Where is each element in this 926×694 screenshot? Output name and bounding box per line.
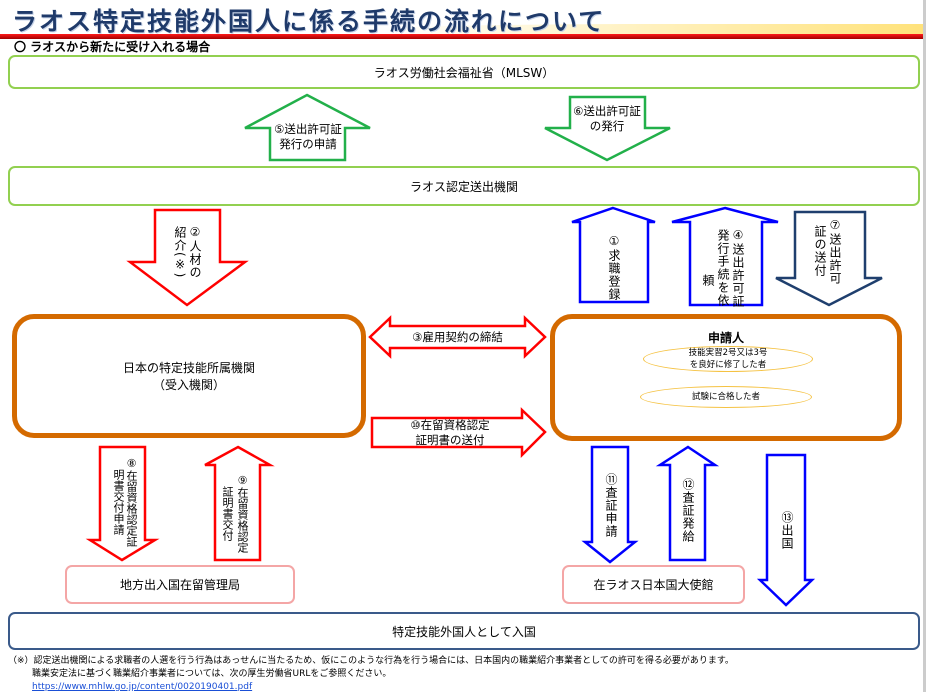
arrow-9-label: ⑨在留資格認定証明書交付 (220, 468, 250, 558)
arrow-3-label: ③雇用契約の締結 (412, 330, 503, 344)
arrow-10-text: 証明書の送付 (415, 433, 485, 447)
arrow-1-label: ①求職登録 (607, 233, 621, 301)
sending-org-box: ラオス認定送出機関 (8, 166, 920, 206)
arrow-4-text: 頼 (701, 274, 715, 287)
mlsw-box: ラオス労働社会福祉省（MLSW） (8, 55, 920, 89)
arrow-6-text: の発行 (589, 119, 625, 133)
arrow-12-up (655, 445, 720, 562)
mhlw-link[interactable]: https://www.mhlw.go.jp/content/002019040… (32, 682, 253, 692)
applicant-label: 申請人 (707, 331, 744, 345)
arrow-12-label: ⑫査証発給 (681, 477, 695, 543)
arrow-8-label: ⑧在留資格認定証明書交付申請 (112, 457, 138, 547)
arrow-7-down (775, 210, 883, 307)
arrow-7-text: ⑦送出許可 (828, 217, 842, 285)
arrow-9-text: ⑨在留資格認定 (236, 473, 249, 553)
entry-box: 特定技能外国人として入国 (8, 612, 920, 650)
arrow-10-label: ⑩在留資格認定証明書の送付 (380, 418, 520, 448)
arrow-6-label: ⑥送出許可証の発行 (567, 104, 647, 134)
condition-ellipse: 試験に合格した者 (640, 386, 812, 408)
arrow-11-down (581, 445, 639, 564)
arrow-6-text: ⑥送出許可証 (573, 104, 641, 118)
arrow-7-text: 証の送付 (813, 225, 827, 277)
arrow-4-text: ④送出許可証 (731, 228, 745, 308)
immigration-label: 地方出入国在留管理局 (119, 578, 240, 592)
arrow-6-down (544, 95, 671, 162)
mlsw-label: ラオス労働社会福祉省（MLSW） (373, 65, 555, 80)
arrow-5-text: ⑤送出許可証 (274, 122, 342, 136)
japan-org-sublabel: （受入機関） (152, 378, 225, 392)
arrow-3-double (368, 315, 547, 359)
arrow-5-label: ⑤送出許可証発行の申請 (268, 122, 348, 152)
arrow-4-text: 発行手続を依 (716, 229, 730, 307)
arrow-10-right (370, 407, 547, 459)
arrow-9-text: 証明書交付 (221, 485, 234, 541)
title-underline (0, 34, 926, 39)
arrow-13-down (756, 453, 816, 607)
sending-org-label: ラオス認定送出機関 (409, 179, 518, 194)
entry-label: 特定技能外国人として入国 (392, 624, 536, 639)
arrow-9-up (204, 445, 275, 562)
arrow-10-text: ⑩在留資格認定 (410, 418, 490, 432)
footnote-line: （※）認定送出機関による求職者の人選を行う行為はあっせんに当たるため、仮にこのよ… (8, 656, 734, 666)
title-decoration (380, 24, 926, 36)
arrow-2-down (126, 208, 249, 307)
arrow-13-label: ⑬出国 (780, 510, 794, 550)
footnote-line: 職業安定法に基づく職業紹介事業者については、次の厚生労働省URLをご参照ください… (32, 669, 392, 679)
section-subtitle: 〇 ラオスから新たに受け入れる場合 (14, 40, 211, 54)
arrow-2-label: ②人材の紹介(※) (173, 225, 202, 279)
page-title: ラオス特定技能外国人に係る手続の流れについて (12, 7, 606, 36)
footnote: （※）認定送出機関による求職者の人選を行う行為はあっせんに当たるため、仮にこのよ… (8, 655, 734, 694)
arrow-4-up (671, 206, 779, 307)
arrow-5-text: 発行の申請 (279, 137, 337, 151)
arrow-1-up (571, 206, 656, 304)
embassy-label: 在ラオス日本国大使館 (593, 578, 714, 592)
arrow-7-label: ⑦送出許可証の送付 (812, 216, 842, 286)
arrow-4-label: ④送出許可証発行手続を依頼 (700, 228, 745, 308)
japan-org-label: 日本の特定技能所属機関 (122, 361, 255, 375)
embassy-box: 在ラオス日本国大使館 (562, 565, 745, 604)
arrow-5-up (244, 93, 371, 162)
condition-ellipse: 技能実習2号又は3号 を良好に修了した者 (643, 346, 813, 372)
right-edge (923, 0, 926, 692)
arrow-8-down (85, 445, 160, 562)
applicant-box: 申請人 (550, 314, 902, 441)
arrow-11-label: ⑪査証申請 (604, 472, 618, 538)
immigration-box: 地方出入国在留管理局 (65, 565, 295, 604)
japan-org-box: 日本の特定技能所属機関 （受入機関） (12, 314, 366, 438)
